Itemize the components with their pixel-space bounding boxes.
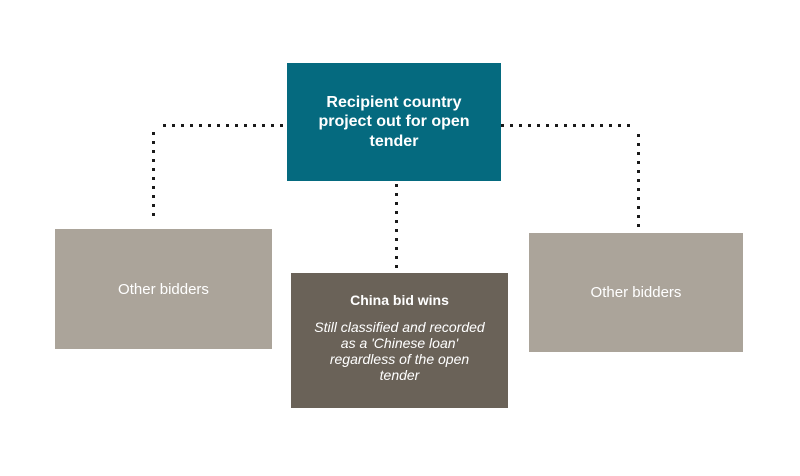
node-open-tender: Recipient country project out for open t… [287, 63, 501, 181]
node-open-tender-line-2: project out for open [318, 113, 470, 131]
connector-left-horizontal [163, 124, 288, 127]
connector-center-vertical [395, 184, 398, 269]
node-china-title: China bid wins [350, 292, 449, 308]
node-china-note-line-2: as a 'Chinese loan' [340, 335, 459, 351]
node-china-note-line-1: Still classified and recorded [314, 319, 485, 335]
node-china-note-line-3: regardless of the open [329, 351, 470, 367]
node-other-bidders-right: Other bidders [529, 233, 743, 352]
node-open-tender-line-1: Recipient country [326, 93, 462, 111]
node-open-tender-label: Recipient country project out for open t… [318, 93, 469, 152]
node-other-bidders-left: Other bidders [55, 229, 272, 349]
connector-right-horizontal [501, 124, 635, 127]
node-other-bidders-left-label: Other bidders [118, 280, 209, 298]
node-open-tender-line-3: tender [369, 132, 419, 150]
node-china-bid-wins: China bid wins Still classified and reco… [291, 273, 508, 408]
node-china-note-line-4: tender [379, 367, 420, 383]
node-china-note: Still classified and recorded as a 'Chin… [291, 319, 508, 383]
connector-right-vertical [637, 134, 640, 230]
node-other-bidders-right-label: Other bidders [590, 284, 682, 301]
connector-left-vertical [152, 132, 155, 222]
